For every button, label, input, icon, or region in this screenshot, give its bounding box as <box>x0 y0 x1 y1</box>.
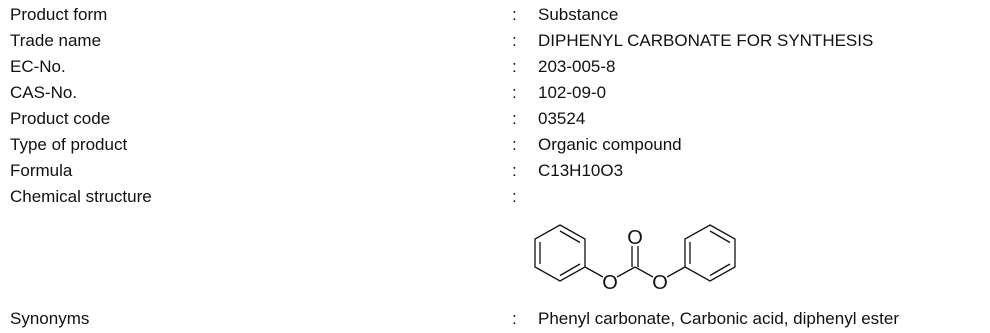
field-label: Chemical structure <box>10 187 152 206</box>
field-value: 03524 <box>538 109 586 128</box>
field-value: DIPHENYL CARBONATE FOR SYNTHESIS <box>538 31 874 50</box>
field-value: Substance <box>538 5 619 24</box>
atom-label-oxygen: O <box>652 272 668 294</box>
field-ec-no: EC-No. : 203-005-8 <box>0 55 990 79</box>
field-label: Formula <box>10 161 73 180</box>
field-separator: : <box>512 187 517 206</box>
field-synonyms: Synonyms : Phenyl carbonate, Carbonic ac… <box>0 307 990 331</box>
field-value: Organic compound <box>538 135 682 154</box>
right-ring-inner-bond <box>709 263 731 277</box>
chemical-structure-diagram: O O O <box>534 224 736 294</box>
field-separator: : <box>512 135 517 154</box>
field-chemical-structure: Chemical structure : <box>0 185 990 209</box>
right-phenyl-ring <box>684 224 736 282</box>
field-separator: : <box>512 83 517 102</box>
field-product-code: Product code : 03524 <box>0 107 990 131</box>
field-product-form: Product form : Substance <box>0 3 990 27</box>
field-separator: : <box>512 5 517 24</box>
field-label: Synonyms <box>10 309 90 328</box>
field-value: C13H10O3 <box>538 161 624 180</box>
field-label: Product code <box>10 109 111 128</box>
field-formula: Formula : C13H10O3 <box>0 159 990 183</box>
field-label: CAS-No. <box>10 83 78 102</box>
field-cas-no: CAS-No. : 102-09-0 <box>0 81 990 105</box>
field-type-of-product: Type of product : Organic compound <box>0 133 990 157</box>
bond <box>584 266 604 278</box>
left-ring-inner-bond <box>559 230 581 244</box>
field-value: 102-09-0 <box>538 83 607 102</box>
field-separator: : <box>512 309 517 328</box>
bond <box>666 266 686 278</box>
field-value: Phenyl carbonate, Carbonic acid, dipheny… <box>538 309 899 328</box>
field-label: Product form <box>10 5 108 24</box>
field-separator: : <box>512 31 517 50</box>
right-ring-inner-bond <box>709 230 731 244</box>
field-label: Type of product <box>10 135 128 154</box>
field-value: 203-005-8 <box>538 57 616 76</box>
atom-label-oxygen: O <box>602 272 618 294</box>
bond <box>634 266 654 278</box>
field-separator: : <box>512 161 517 180</box>
field-label: EC-No. <box>10 57 66 76</box>
left-ring-inner-bond <box>559 263 581 277</box>
atom-label-oxygen: O <box>627 227 643 249</box>
field-label: Trade name <box>10 31 102 50</box>
bond <box>616 266 636 278</box>
field-trade-name: Trade name : DIPHENYL CARBONATE FOR SYNT… <box>0 29 990 53</box>
left-phenyl-ring <box>534 224 586 282</box>
field-separator: : <box>512 109 517 128</box>
field-separator: : <box>512 57 517 76</box>
